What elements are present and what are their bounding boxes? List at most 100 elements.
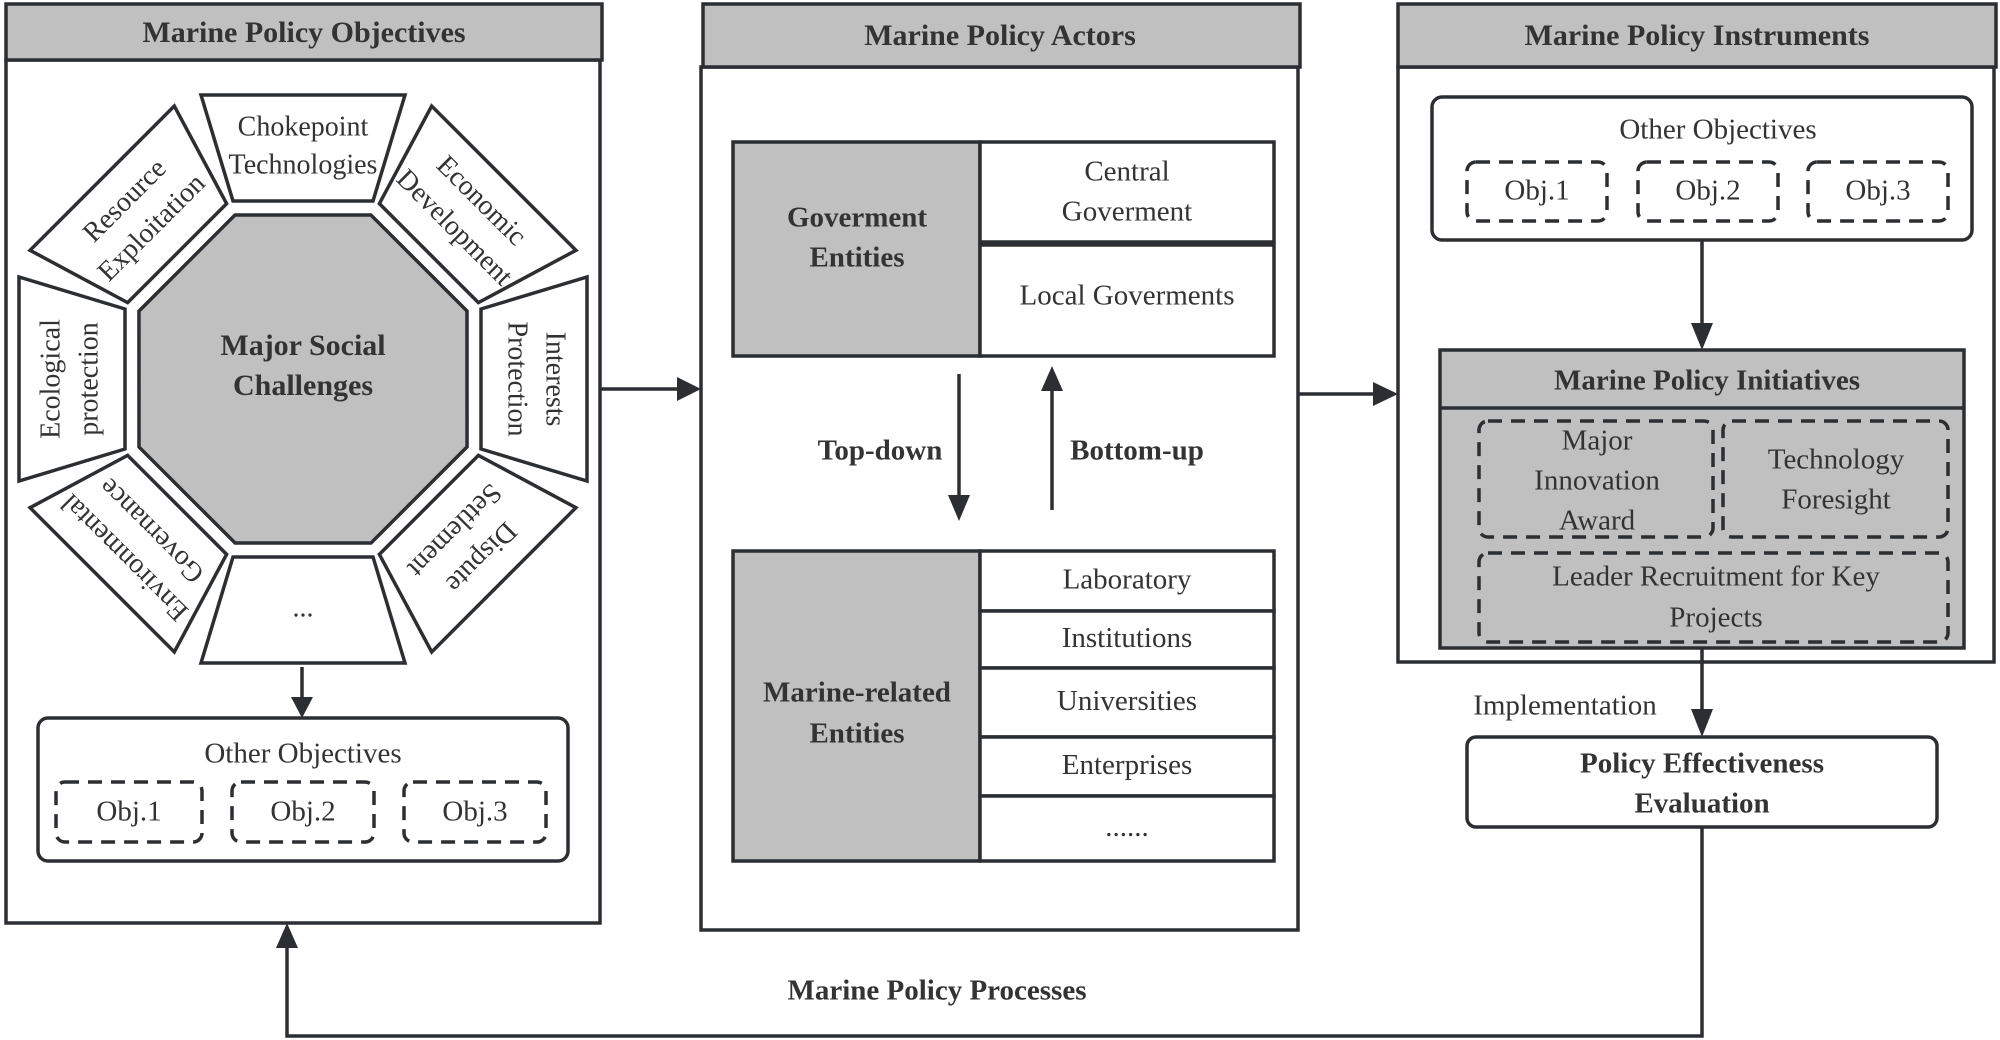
marine-entity-label: Universities [1057,685,1197,717]
instruments-panel: Marine Policy Instruments Other Objectiv… [1396,2,1998,664]
initiative-line: Projects [1669,602,1762,634]
marine-entities-label-line2: Entities [809,718,904,750]
initiative-line: Innovation [1534,465,1660,497]
left-objective-label: Obj.1 [96,796,161,828]
marine-entities-label-line1: Marine-related [763,677,951,709]
evaluation-line2: Evaluation [1634,788,1769,820]
objectives-panel-header [4,2,604,62]
right-objective-label: Obj.3 [1845,175,1910,207]
objective-segment-more-objectives: ... [198,555,408,665]
marine-entities-label-cell [731,549,982,863]
right-objective-label: Obj.2 [1675,175,1740,207]
objective-segment-label: Interests [540,332,571,427]
actors-panel-header [701,2,1302,69]
left-objective-item [54,780,204,844]
right-objective-item [1465,160,1609,223]
right-other-objectives-title: Other Objectives [1619,114,1816,146]
objective-segment-shape [17,274,127,484]
initiatives-box [1438,348,1966,650]
feedback-loop-line [285,827,1704,1038]
marine-entity-label: Laboratory [1063,564,1192,596]
top-down-label: Top-down [818,435,943,467]
objectives-panel: Marine Policy Objectives Major SocialCha… [4,2,604,925]
marine-entity-row [978,735,1276,798]
left-objective-label: Obj.2 [270,796,335,828]
marine-entities-block: Marine-related Entities LaboratoryInstit… [731,549,1276,863]
objective-segment-shape [27,453,229,655]
objective-segment-label: ... [293,592,314,623]
initiatives-block: Marine Policy Initiatives Major Innovati… [1438,348,1966,650]
left-objective-item [402,780,548,844]
arrow-head-icon [276,923,298,948]
major-social-challenges-label: Challenges [233,369,373,402]
objective-segment-shape [377,453,579,655]
major-social-challenges-label: Major Social [220,329,385,362]
arrow-head-icon [1691,709,1713,737]
arrow-head-icon [1691,323,1713,350]
left-objective-item [230,780,376,844]
actors-panel: Marine Policy Actors Goverment Entities … [699,2,1302,932]
right-objective-item [1806,160,1950,223]
bottom-up-label: Bottom-up [1070,435,1204,467]
initiative-technology-foresight [1721,419,1950,539]
government-entities-label-cell [731,140,982,358]
initiative-line: Technology [1768,444,1905,476]
objective-segment-shape [198,93,408,203]
marine-entities-rows: LaboratoryInstitutionsUniversitiesEnterp… [978,549,1276,863]
local-governments-cell [978,243,1276,358]
government-entities-label-line1: Goverment [787,202,927,234]
initiative-line: Leader Recruitment for Key [1552,561,1880,593]
implementation-label: Implementation [1473,690,1657,722]
initiative-line: Foresight [1781,484,1891,516]
arrow-head-icon [1373,382,1398,406]
objective-segment-shape [479,274,589,484]
objective-segment-label: protection [73,322,104,436]
instruments-panel-title: Marine Policy Instruments [1525,19,1870,52]
marine-entity-label: Enterprises [1062,749,1192,781]
central-government-cell [978,140,1276,244]
right-objective-label: Obj.1 [1504,175,1569,207]
left-other-objectives-box [36,716,570,863]
government-entities-label-line2: Entities [809,242,904,274]
arrow-head-icon [1041,366,1063,391]
major-social-challenges-octagon [137,213,469,545]
actors-panel-title: Marine Policy Actors [864,19,1136,52]
initiative-line: Award [1559,505,1636,537]
left-other-objectives-title: Other Objectives [204,738,401,770]
marine-entity-label: Institutions [1062,622,1193,654]
objective-segment-label: Technologies [229,149,378,180]
government-entities-block: Goverment Entities Central Goverment Loc… [731,140,1276,358]
initiative-line: Major [1562,425,1633,457]
arrow-head-icon [677,377,701,401]
left-other-objectives: Other Objectives Obj.1 Obj.2 Obj.3 [36,716,570,863]
objective-segment-shape [27,103,229,305]
marine-entity-label: ...... [1105,811,1149,843]
local-governments-label: Local Goverments [1019,280,1234,312]
policy-effectiveness-evaluation: Policy Effectiveness Evaluation [1465,735,1939,829]
right-objective-item [1636,160,1780,223]
objectives-panel-title: Marine Policy Objectives [142,16,465,49]
evaluation-line1: Policy Effectiveness [1580,748,1824,780]
marine-entity-row [978,666,1276,739]
marine-entity-row [978,794,1276,863]
central-government-line2: Goverment [1062,196,1192,228]
central-government-line1: Central [1084,156,1169,188]
instruments-panel-header [1396,2,1998,69]
arrow-head-icon [291,697,313,718]
objective-segment-shape [377,103,579,305]
initiatives-title: Marine Policy Initiatives [1554,365,1860,397]
processes-label: Marine Policy Processes [787,975,1086,1007]
objective-segment-shape [198,555,408,665]
objective-segment-label: Ecological [35,319,66,439]
objective-segment-label: Chokepoint [238,111,369,142]
left-objective-label: Obj.3 [442,796,507,828]
objective-segment-label: Protection [502,321,533,436]
right-other-objectives: Other Objectives Obj.1 Obj.2 Obj.3 [1430,95,1974,242]
arrow-head-icon [948,495,970,521]
